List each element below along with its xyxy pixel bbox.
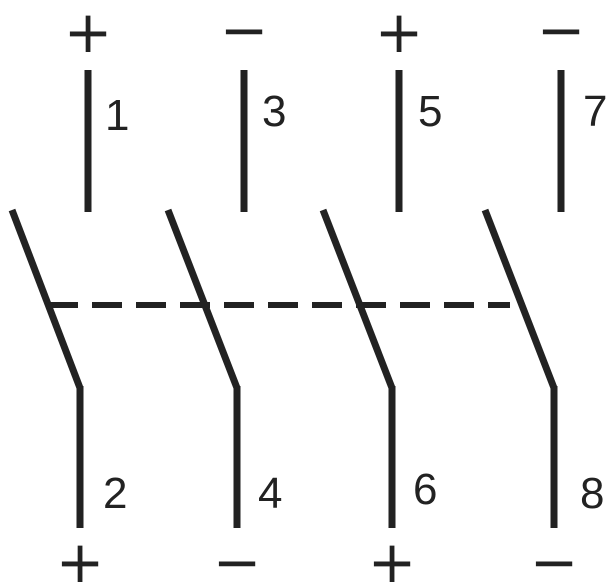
pole-3: + 5 6 + [319,0,442,582]
pole-4-switch-blade [481,208,558,390]
pole-3-top-terminal-label: 5 [418,87,442,136]
pole-1-bottom-sign: + [56,528,105,582]
pole-2: − 3 4 − [164,0,286,582]
pole-4-top-sign: − [537,0,586,64]
pole-4-top-terminal-label: 7 [583,87,607,136]
pole-3-bottom-sign: + [368,528,417,582]
pole-1-bottom-terminal-label: 2 [103,469,127,518]
pole-2-bottom-sign: − [213,528,262,582]
pole-3-switch-blade [319,208,396,390]
pole-4: − 7 8 − [481,0,607,582]
pole-1-top-sign: + [64,0,113,66]
pole-2-switch-blade [164,208,241,390]
pole-1-switch-blade [8,208,84,390]
pole-1: + 1 2 + [8,0,129,582]
pole-4-bottom-terminal-label: 8 [580,469,604,518]
pole-3-top-sign: + [375,0,424,66]
pole-4-bottom-sign: − [530,528,579,582]
pole-2-top-sign: − [220,0,269,64]
pole-3-bottom-terminal-label: 6 [413,465,437,514]
pole-2-top-terminal-label: 3 [262,87,286,136]
pole-2-bottom-terminal-label: 4 [258,469,282,518]
pole-1-top-terminal-label: 1 [105,91,129,140]
